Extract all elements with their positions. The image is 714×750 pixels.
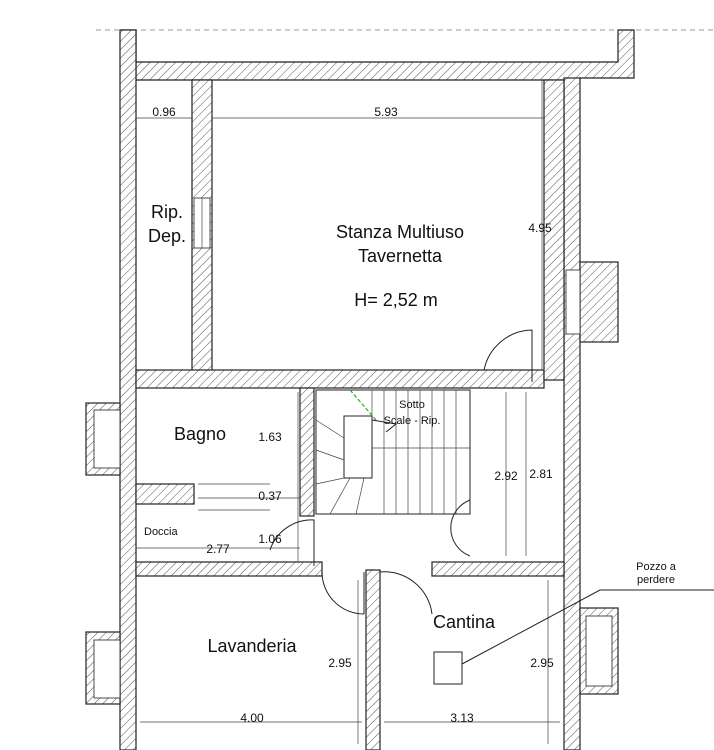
dim-295-lavanderia: 2.95 — [328, 656, 352, 670]
dim-495: 4.95 — [528, 221, 552, 235]
room-label-sotto-scale: Scale - Rip. — [384, 415, 441, 427]
dim-106: 1.06 — [258, 532, 282, 546]
windows — [93, 197, 613, 699]
inner-walls — [135, 79, 565, 750]
room-label-rip: Rip. — [151, 202, 183, 222]
dim-037: 0.37 — [258, 489, 282, 503]
room-label-lavanderia: Lavanderia — [207, 636, 297, 656]
stair-accent-line — [349, 389, 377, 421]
room-label-tavernetta: Tavernetta — [358, 246, 443, 266]
dim-593: 5.93 — [374, 105, 398, 119]
pozzo-square — [433, 651, 463, 685]
pozzo-label-line2: perdere — [637, 574, 675, 586]
room-label-multiuso: Stanza Multiuso — [336, 222, 464, 242]
room-label-sotto: Sotto — [399, 399, 425, 411]
room-label-dep: Dep. — [148, 226, 186, 246]
pozzo-label-line1: Pozzo a — [636, 561, 677, 573]
doors — [269, 329, 533, 615]
room-label-cantina: Cantina — [433, 612, 496, 632]
dim-096: 0.96 — [152, 105, 176, 119]
dim-281: 2.81 — [529, 467, 553, 481]
dim-295-cantina: 2.95 — [530, 656, 554, 670]
dimension-lines — [136, 80, 560, 744]
staircase — [315, 389, 471, 515]
pozzo-leader-line — [461, 589, 714, 665]
dim-313: 3.13 — [450, 711, 474, 725]
room-label-bagno: Bagno — [174, 424, 226, 444]
height-label: H= 2,52 m — [354, 290, 438, 310]
dim-400: 4.00 — [240, 711, 264, 725]
dim-277: 2.77 — [206, 542, 230, 556]
dim-163: 1.63 — [258, 430, 282, 444]
doccia-fixture — [198, 483, 270, 511]
dim-292: 2.92 — [494, 469, 518, 483]
room-label-doccia: Doccia — [144, 526, 179, 538]
